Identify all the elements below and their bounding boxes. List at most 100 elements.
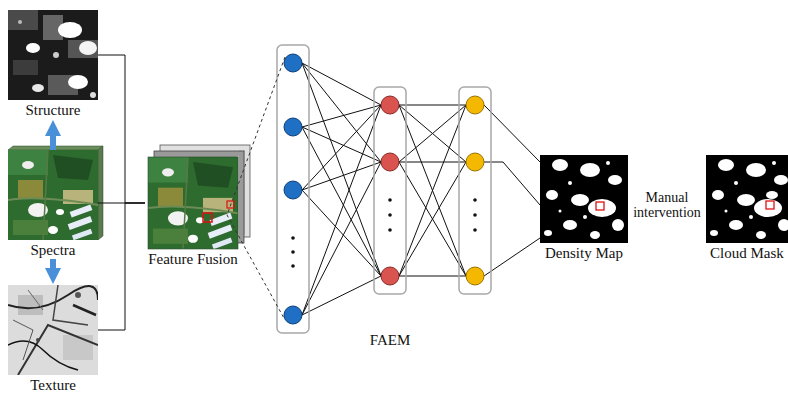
illustration-part bbox=[58, 22, 82, 38]
illustration-part bbox=[148, 157, 238, 249]
illustration-part bbox=[148, 157, 238, 249]
caption: Structure bbox=[26, 102, 81, 119]
connector bbox=[50, 130, 56, 150]
illustration-part bbox=[291, 264, 295, 268]
illustration-part bbox=[291, 236, 295, 240]
caption: Spectra bbox=[31, 242, 76, 259]
illustration-part bbox=[399, 105, 466, 106]
illustration-part bbox=[381, 267, 399, 285]
illustration-part bbox=[284, 306, 302, 324]
illustration-part bbox=[284, 118, 302, 136]
illustration-part bbox=[18, 325, 98, 375]
illustration-part bbox=[388, 228, 392, 232]
illustration-part bbox=[8, 150, 98, 240]
illustration-part bbox=[484, 238, 540, 276]
illustration-part bbox=[388, 213, 392, 217]
hidden-neurons bbox=[381, 96, 399, 285]
illustration-part bbox=[484, 162, 503, 163]
illustration-part bbox=[302, 105, 381, 315]
result-image: Density Map bbox=[540, 155, 628, 262]
connector bbox=[628, 205, 706, 206]
illustration-part bbox=[8, 150, 98, 240]
illustration-part bbox=[302, 63, 381, 105]
illustration-part bbox=[79, 41, 97, 55]
illustration-part bbox=[68, 75, 88, 89]
feature-image: Structure bbox=[8, 10, 98, 119]
cloud-mask-image bbox=[706, 155, 788, 243]
illustration-part bbox=[459, 87, 491, 294]
caption: Texture bbox=[30, 377, 76, 394]
connector bbox=[98, 203, 145, 330]
illustration-part bbox=[73, 305, 96, 315]
layer-frame bbox=[277, 45, 491, 333]
illustration-part bbox=[706, 155, 788, 243]
feature-fusion-cube bbox=[148, 145, 250, 249]
illustration-part bbox=[53, 52, 59, 58]
illustration-part bbox=[98, 146, 103, 240]
illustration-part bbox=[473, 213, 477, 217]
spectra-image bbox=[8, 146, 103, 240]
illustration-part bbox=[284, 181, 302, 199]
image-area bbox=[277, 45, 503, 330]
illustration-part bbox=[203, 213, 212, 222]
image-area bbox=[8, 10, 98, 100]
illustration-part bbox=[302, 127, 381, 276]
illustration-part bbox=[302, 190, 381, 276]
illustration-part bbox=[466, 267, 484, 285]
output-neurons bbox=[466, 96, 484, 285]
texture-image bbox=[8, 285, 98, 375]
illustration-part bbox=[399, 162, 466, 276]
illustration-part bbox=[381, 96, 399, 114]
illustration-part bbox=[399, 105, 466, 162]
illustration-part bbox=[473, 228, 477, 232]
illustration-part bbox=[63, 335, 93, 360]
caption: FAEM bbox=[370, 332, 411, 349]
illustration-part bbox=[540, 155, 628, 243]
image-area bbox=[145, 157, 241, 249]
illustration-part bbox=[13, 60, 38, 75]
image-area bbox=[540, 155, 628, 243]
illustration-part bbox=[466, 96, 484, 114]
illustration-part bbox=[32, 84, 44, 92]
illustration-part bbox=[302, 63, 381, 276]
illustration-part bbox=[374, 87, 406, 294]
illustration-part bbox=[36, 338, 40, 342]
connector bbox=[50, 259, 56, 274]
illustration-part bbox=[388, 198, 392, 202]
illustration-part bbox=[399, 162, 466, 163]
caption: Feature Fusion bbox=[148, 251, 238, 268]
caption: Density Map bbox=[545, 245, 623, 262]
connector bbox=[227, 57, 285, 320]
structure-image bbox=[8, 10, 98, 100]
illustration-part bbox=[381, 153, 399, 171]
network-links bbox=[302, 63, 540, 315]
illustration-part bbox=[8, 286, 98, 308]
network-module: FAEM bbox=[277, 45, 503, 349]
edge-label: Manual intervention bbox=[628, 190, 706, 220]
illustration-part bbox=[148, 157, 238, 249]
illustration-part bbox=[8, 10, 38, 30]
illustration-part bbox=[466, 153, 484, 171]
illustration-part bbox=[302, 105, 381, 190]
illustration-part bbox=[68, 40, 98, 58]
connector bbox=[503, 162, 540, 205]
illustration-part bbox=[8, 341, 78, 370]
illustration-part bbox=[90, 92, 96, 98]
image-area bbox=[8, 285, 98, 375]
illustration-part bbox=[399, 105, 466, 276]
result-image: Cloud Mask bbox=[706, 155, 788, 262]
illustration-part bbox=[399, 105, 466, 276]
illustration-part bbox=[399, 276, 466, 277]
illustration-part bbox=[766, 191, 778, 199]
fusion-cube: Feature Fusion bbox=[145, 157, 241, 268]
illustration-part bbox=[766, 201, 774, 209]
feature-image: Texture bbox=[8, 285, 98, 394]
caption: Cloud Mask bbox=[710, 245, 784, 262]
illustration-part bbox=[13, 320, 33, 360]
illustration-part bbox=[8, 285, 98, 375]
illustration-part bbox=[302, 127, 381, 162]
illustration-part bbox=[75, 292, 81, 298]
illustration-part bbox=[28, 290, 43, 310]
